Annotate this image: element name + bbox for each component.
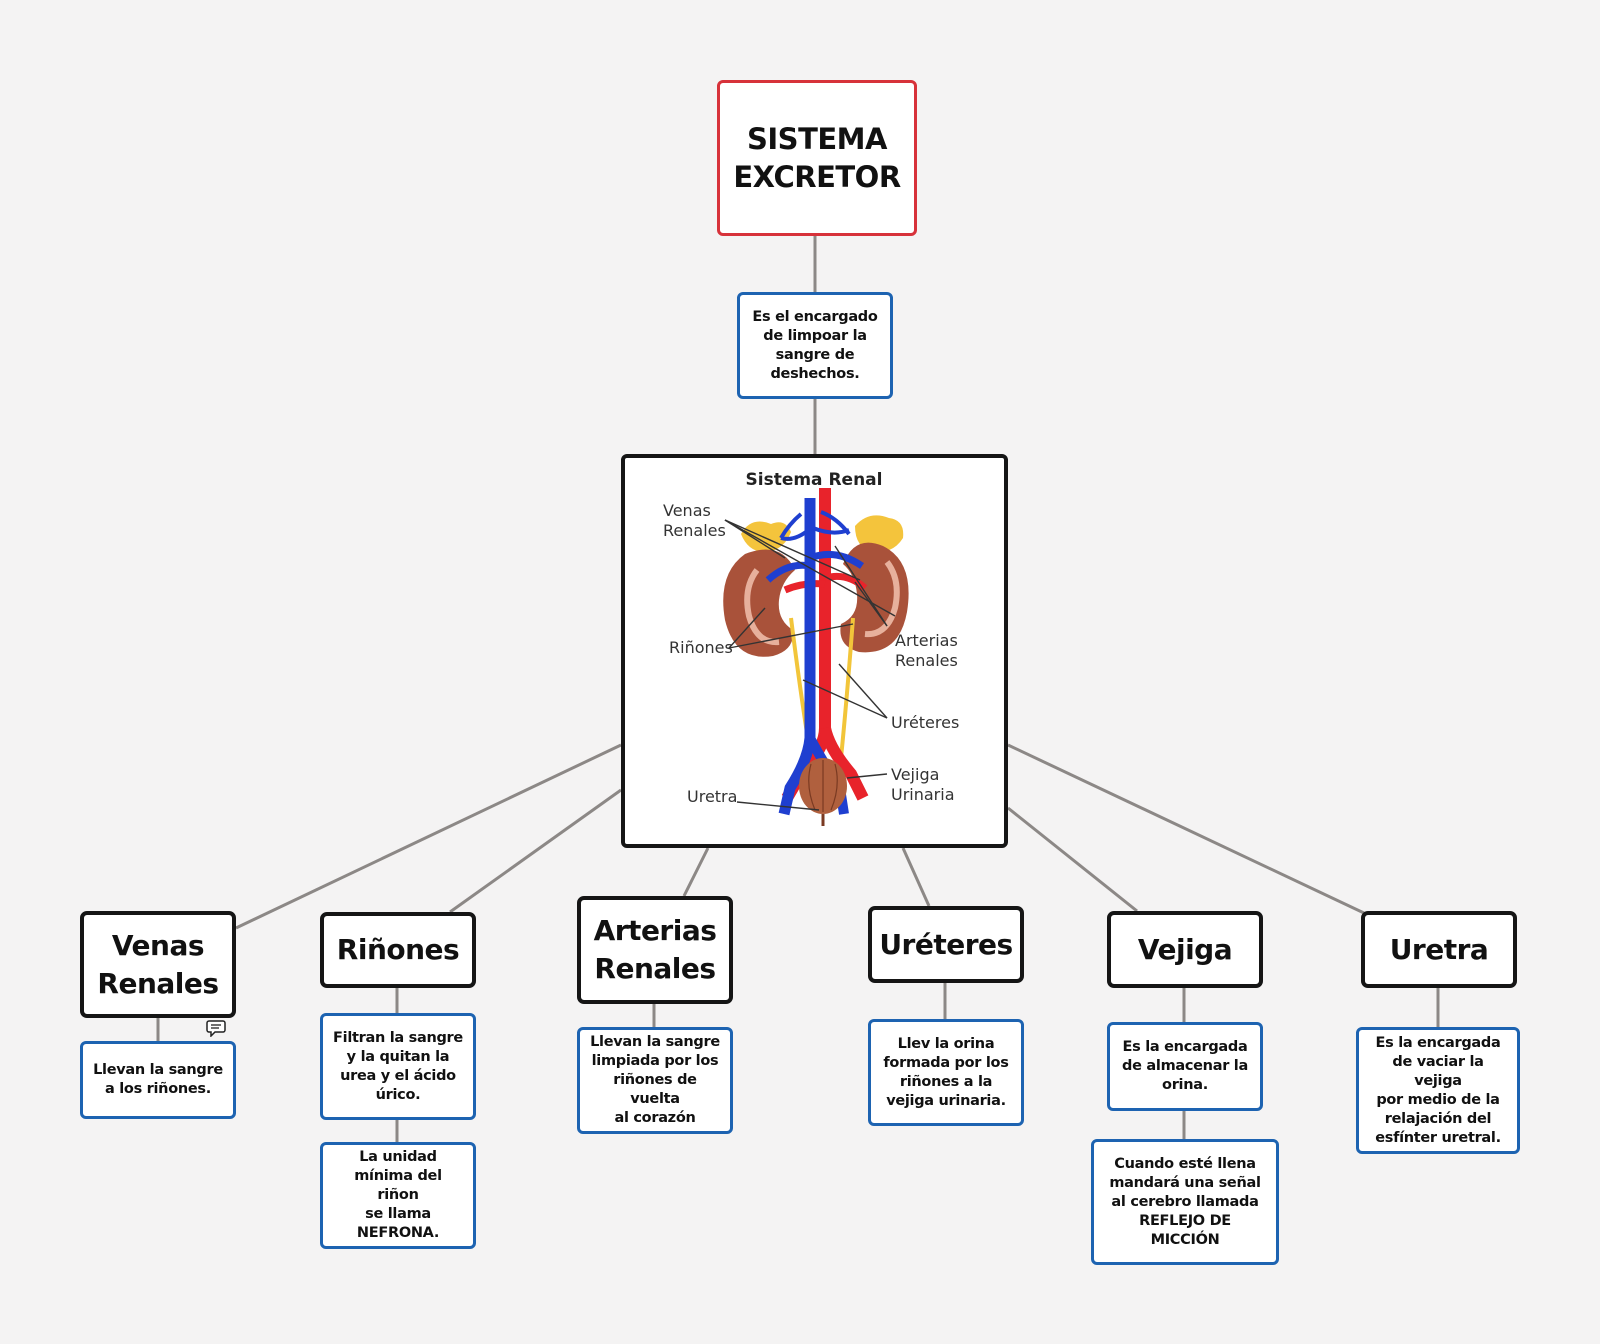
description-rinones-2: La unidad mínima del riñon se llama NEFR… bbox=[320, 1142, 476, 1249]
comment-icon[interactable] bbox=[206, 1019, 226, 1037]
root-title: SISTEMA EXCRETOR bbox=[733, 122, 901, 194]
renal-system-illustration: Sistema Renal Venas Renales Riñones Arte… bbox=[663, 470, 959, 826]
category-label: Arterias Renales bbox=[593, 914, 717, 985]
label-venas-renales-2: Renales bbox=[663, 521, 726, 540]
description-vejiga-2: Cuando esté llena mandará una señal al c… bbox=[1091, 1139, 1279, 1265]
description-text: Es la encargada de almacenar la orina. bbox=[1122, 1039, 1248, 1093]
description-venas-renales: Llevan la sangre a los riñones. bbox=[80, 1041, 236, 1119]
renal-artery-right bbox=[824, 572, 868, 591]
description-text: La unidad mínima del riñon se llama NEFR… bbox=[354, 1149, 442, 1241]
label-venas-renales-1: Venas bbox=[663, 501, 711, 520]
category-label: Riñones bbox=[336, 933, 460, 966]
label-vejiga-urinaria-1: Vejiga bbox=[891, 765, 939, 784]
label-uretra: Uretra bbox=[687, 787, 737, 806]
label-ureteres: Uréteres bbox=[891, 713, 959, 732]
description-rinones-1: Filtran la sangre y la quitan la urea y … bbox=[320, 1013, 476, 1120]
category-ureteres: Uréteres bbox=[868, 906, 1024, 983]
root-node: SISTEMA EXCRETOR bbox=[717, 80, 917, 236]
description-text: Llevan la sangre a los riñones. bbox=[93, 1062, 223, 1097]
category-rinones: Riñones bbox=[320, 912, 476, 988]
description-arterias-renales: Llevan la sangre limpiada por los riñone… bbox=[577, 1027, 733, 1134]
image-title: Sistema Renal bbox=[746, 470, 883, 490]
category-arterias-renales: Arterias Renales bbox=[577, 896, 733, 1004]
category-label: Vejiga bbox=[1137, 932, 1233, 966]
category-uretra: Uretra bbox=[1361, 911, 1517, 988]
label-vejiga-urinaria-2: Urinaria bbox=[891, 785, 955, 804]
category-vejiga: Vejiga bbox=[1107, 911, 1263, 988]
description-text: Cuando esté llena mandará una señal al c… bbox=[1109, 1155, 1261, 1248]
category-venas-renales: Venas Renales bbox=[80, 911, 236, 1018]
description-ureteres: Llev la orina formada por los riñones a … bbox=[868, 1019, 1024, 1126]
description-vejiga-1: Es la encargada de almacenar la orina. bbox=[1107, 1022, 1263, 1111]
description-text: Filtran la sangre y la quitan la urea y … bbox=[333, 1029, 463, 1103]
label-arterias-renales-2: Renales bbox=[895, 651, 958, 670]
category-label: Venas Renales bbox=[97, 928, 219, 1000]
definition-node: Es el encargado de limpoar la sangre de … bbox=[737, 292, 893, 399]
label-arterias-renales-1: Arterias bbox=[895, 631, 958, 650]
category-label: Uréteres bbox=[879, 927, 1013, 961]
category-label: Uretra bbox=[1389, 932, 1489, 966]
description-text: Llevan la sangre limpiada por los riñone… bbox=[590, 1034, 720, 1126]
description-text: Es la encargada de vaciar la vejiga por … bbox=[1375, 1034, 1501, 1146]
description-text: Llev la orina formada por los riñones a … bbox=[883, 1035, 1009, 1109]
label-rinones: Riñones bbox=[669, 638, 733, 657]
renal-system-image: Sistema Renal Venas Renales Riñones Arte… bbox=[621, 454, 1008, 848]
renal-artery-left bbox=[783, 580, 826, 594]
renal-vein-right bbox=[808, 550, 864, 569]
description-uretra: Es la encargada de vaciar la vejiga por … bbox=[1356, 1027, 1520, 1154]
definition-text: Es el encargado de limpoar la sangre de … bbox=[752, 308, 878, 382]
